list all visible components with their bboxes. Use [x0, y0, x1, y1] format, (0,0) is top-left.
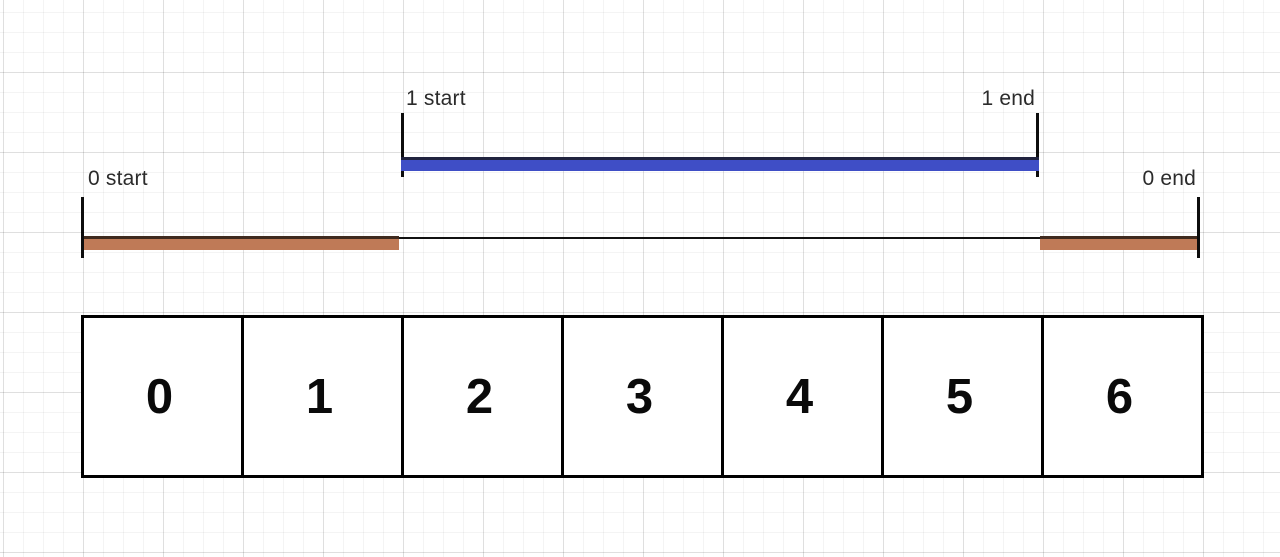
- interval-1-end-label: 1 end: [981, 87, 1035, 110]
- interval-0-bar-left: [81, 236, 399, 250]
- interval-0-start-label: 0 start: [88, 167, 148, 190]
- array-cell-1[interactable]: 1: [241, 315, 404, 478]
- array-cell-label: 0: [145, 370, 174, 424]
- array-cell-label: 5: [945, 370, 974, 424]
- interval-0-end-tick: [1197, 197, 1200, 258]
- array-cell-0[interactable]: 0: [81, 315, 244, 478]
- array-cell-4[interactable]: 4: [721, 315, 884, 478]
- array-cell-6[interactable]: 6: [1041, 315, 1204, 478]
- interval-0-baseline: [81, 237, 1200, 239]
- array-cell-label: 2: [465, 370, 494, 424]
- index-array: 0 1 2 3 4 5 6: [81, 315, 1204, 478]
- array-cell-label: 4: [785, 370, 814, 424]
- array-cell-2[interactable]: 2: [401, 315, 564, 478]
- interval-0-end-label: 0 end: [1142, 167, 1196, 190]
- interval-0-bar-right: [1040, 236, 1200, 250]
- array-cell-3[interactable]: 3: [561, 315, 724, 478]
- interval-1-start-label: 1 start: [406, 87, 466, 110]
- interval-1-start-tick: [401, 113, 404, 177]
- interval-0-start-tick: [81, 197, 84, 258]
- array-cell-label: 3: [625, 370, 654, 424]
- array-cell-label: 6: [1105, 370, 1134, 424]
- interval-1-bar: [401, 157, 1039, 171]
- array-cell-5[interactable]: 5: [881, 315, 1044, 478]
- interval-1-end-tick: [1036, 113, 1039, 177]
- array-cell-label: 1: [305, 370, 334, 424]
